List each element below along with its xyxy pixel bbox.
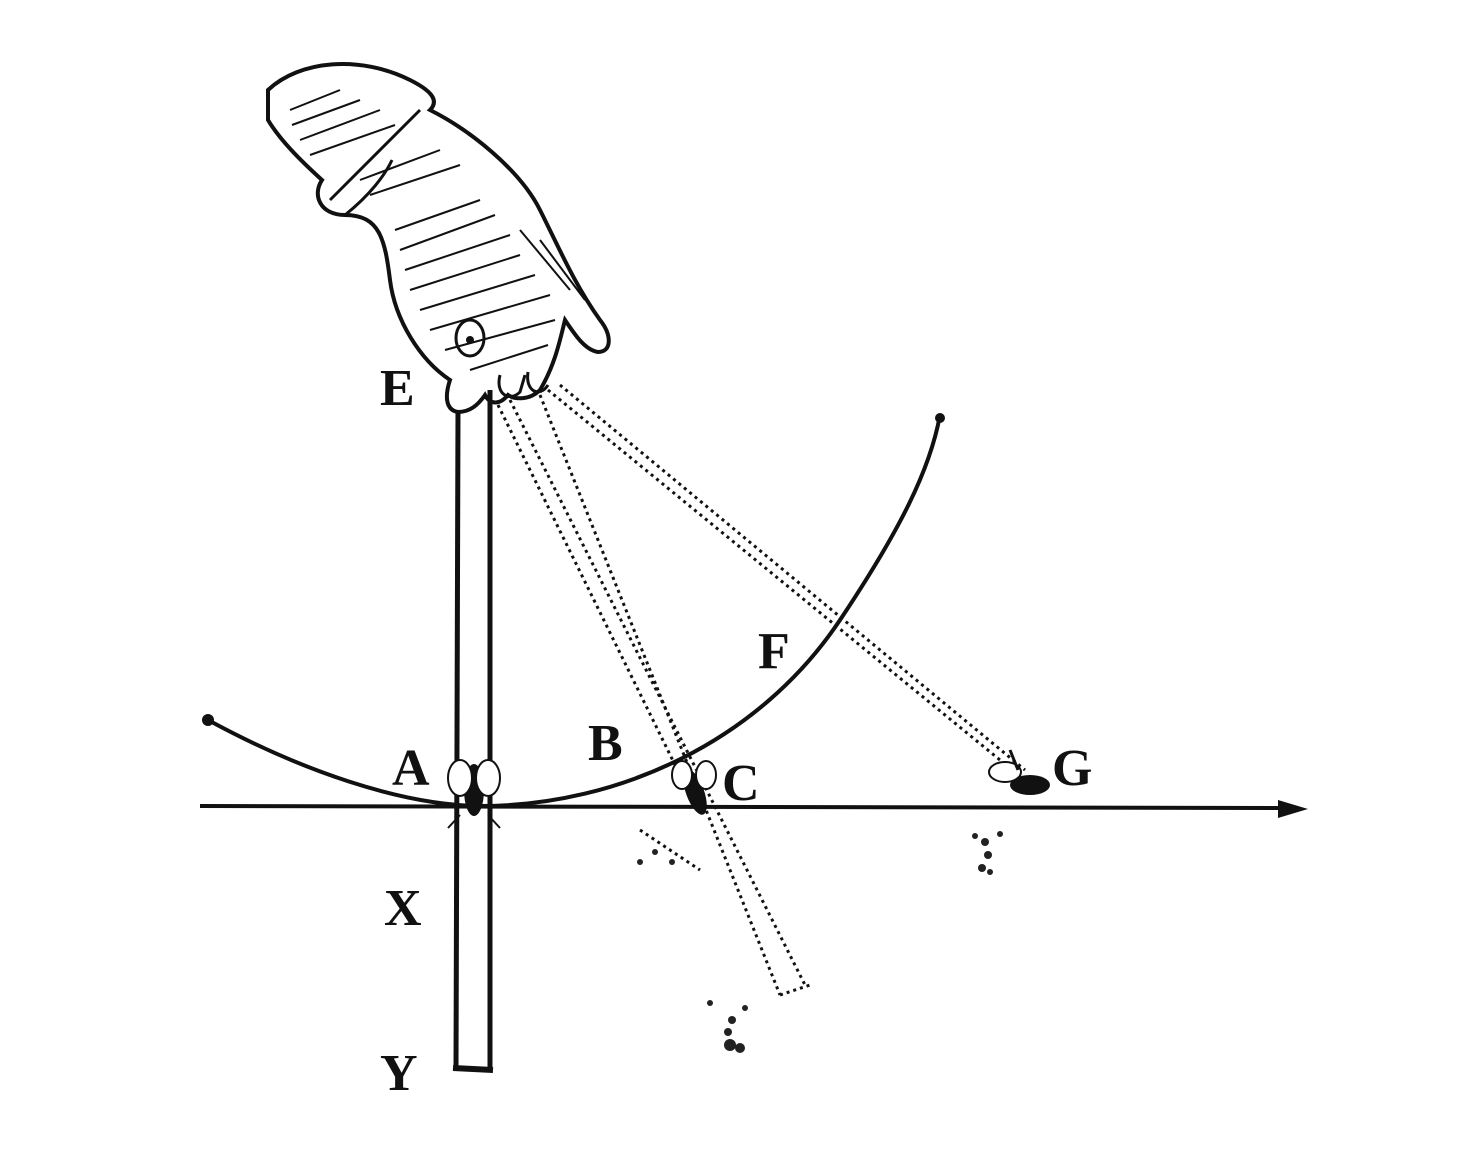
vertical-rod bbox=[452, 390, 494, 1073]
label-x: X bbox=[384, 880, 422, 937]
hand-illustration bbox=[266, 62, 611, 415]
hand-hatching bbox=[289, 89, 586, 371]
dotted-rays bbox=[496, 383, 1026, 997]
label-b: B bbox=[588, 715, 623, 772]
label-a: A bbox=[392, 740, 430, 797]
label-g: G bbox=[1052, 740, 1092, 797]
insect-at-c bbox=[671, 760, 717, 815]
arc-right-end bbox=[935, 413, 945, 423]
shadow-specks bbox=[637, 831, 1003, 1053]
arc-left-end bbox=[202, 714, 214, 726]
label-e: E bbox=[380, 360, 415, 417]
insect-at-a bbox=[447, 759, 501, 829]
label-c: C bbox=[722, 755, 760, 812]
insect-at-g bbox=[988, 749, 1050, 795]
label-y: Y bbox=[380, 1045, 418, 1102]
arc-curve bbox=[207, 414, 942, 809]
horizontal-line bbox=[199, 800, 1308, 818]
label-f: F bbox=[758, 623, 790, 680]
